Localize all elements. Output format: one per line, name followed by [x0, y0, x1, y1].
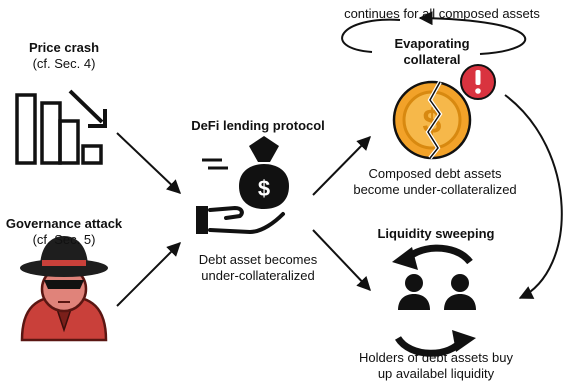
- bar-chart-down-icon: [15, 89, 107, 165]
- svg-text:$: $: [258, 176, 270, 201]
- center-caption-line2: under-collateralized: [201, 268, 315, 283]
- loop-arrow-left: [341, 18, 401, 53]
- loop-arrow-right: [418, 11, 527, 55]
- hacker-spy-icon: [20, 236, 108, 342]
- arrow-evaporating-to-liquidity: [504, 94, 563, 299]
- arrow-governance-to-protocol: [116, 242, 181, 307]
- liquidity-caption-line1: Holders of debt assets buy: [359, 350, 513, 365]
- center-caption-line1: Debt asset becomes: [198, 252, 318, 267]
- arrow-protocol-to-evaporating: [312, 136, 371, 196]
- cracked-coin-warning-icon: $: [392, 64, 496, 160]
- evaporating-caption-line1: Composed debt assets: [368, 166, 502, 181]
- money-bag-hand-icon: $: [196, 136, 289, 234]
- evaporating-title-line1: Evaporating: [394, 36, 470, 51]
- governance-attack-ref: (cf. Sec. 5): [32, 232, 96, 247]
- price-crash-ref: (cf. Sec. 4): [32, 56, 96, 71]
- arrow-price-to-protocol: [116, 132, 182, 194]
- liquidity-caption-line2: up availabel liquidity: [377, 366, 495, 381]
- evaporating-caption-line2: become under-collateralized: [353, 182, 517, 197]
- governance-attack-title: Governance attack: [5, 216, 123, 231]
- users-cycle-icon: [392, 244, 476, 357]
- liquidity-sweeping-title: Liquidity sweeping: [377, 226, 495, 241]
- evaporating-title-line2: collateral: [403, 52, 461, 67]
- arrow-protocol-to-liquidity: [312, 229, 371, 292]
- lending-protocol-title: DeFi lending protocol: [191, 118, 325, 133]
- price-crash-title: Price crash: [28, 40, 100, 55]
- loop-label: continues for all composed assets: [344, 6, 540, 21]
